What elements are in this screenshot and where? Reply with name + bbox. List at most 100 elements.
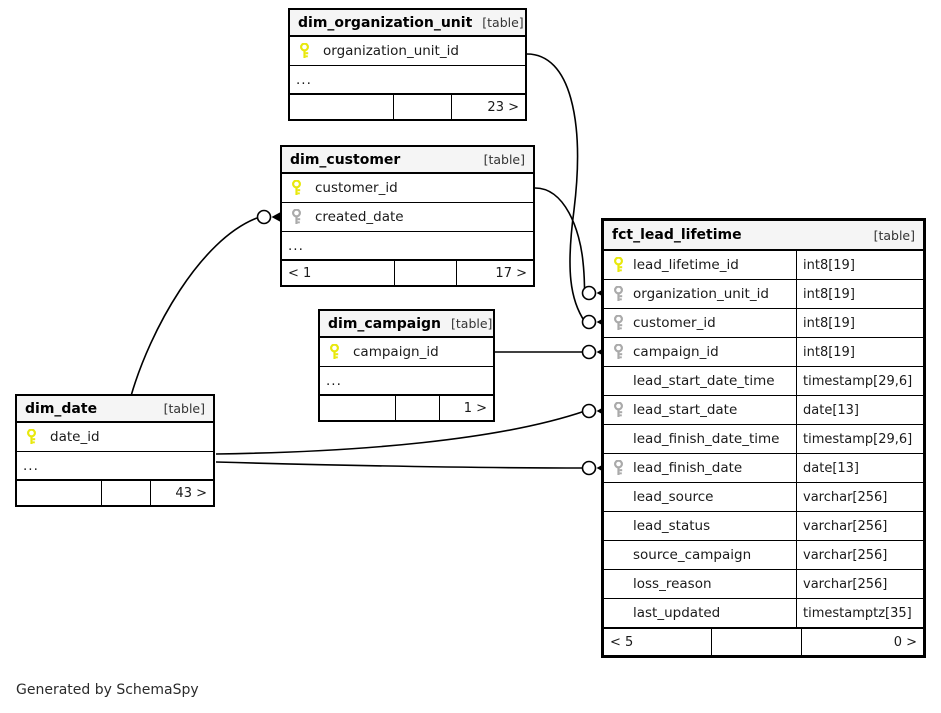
- no-key-spacer: [610, 489, 627, 505]
- table-row[interactable]: lead_finish_date date[13]: [604, 454, 923, 483]
- foreign-key-icon: [288, 209, 305, 225]
- column-name: date_id: [50, 429, 100, 445]
- column-type: int8[19]: [796, 280, 923, 308]
- column-type: varchar[256]: [796, 512, 923, 540]
- no-key-spacer: [610, 576, 627, 592]
- primary-key-icon: [326, 344, 343, 360]
- footer-middle-cell: [396, 396, 440, 420]
- footer-middle-cell: [395, 261, 457, 285]
- column-cell: lead_finish_date_time: [604, 425, 796, 453]
- footer-children-count: 1 >: [463, 400, 487, 416]
- column-name: campaign_id: [353, 344, 439, 360]
- foreign-key-icon: [610, 344, 627, 360]
- table-tag: [table]: [482, 15, 524, 30]
- column-name: lead_source: [633, 489, 714, 505]
- column-cell: lead_source: [604, 483, 796, 511]
- column-cell: lead_start_date_time: [604, 367, 796, 395]
- column-name: customer_id: [633, 315, 716, 331]
- edge-date-customer: [130, 217, 258, 397]
- table-row[interactable]: organization_unit_id int8[19]: [604, 280, 923, 309]
- table-tag: [table]: [483, 152, 525, 167]
- table-title: dim_organization_unit: [298, 14, 473, 31]
- column-cell: campaign_id: [604, 338, 796, 366]
- table-row[interactable]: loss_reason varchar[256]: [604, 570, 923, 599]
- table-row[interactable]: lead_lifetime_id int8[19]: [604, 251, 923, 280]
- table-row[interactable]: customer_id int8[19]: [604, 309, 923, 338]
- column-type: timestamptz[35]: [796, 599, 923, 627]
- table-row[interactable]: customer_id: [282, 174, 533, 203]
- table-row[interactable]: date_id: [17, 423, 213, 452]
- table-footer: 23 >: [290, 94, 525, 119]
- table-dim-date[interactable]: dim_date [table] date_id ... 43 >: [15, 394, 215, 507]
- edge-customer: [534, 187, 586, 294]
- table-footer: 1 >: [320, 395, 493, 420]
- table-row[interactable]: lead_source varchar[256]: [604, 483, 923, 512]
- footer-parents-count: < 5: [604, 629, 712, 655]
- edge-date-start: [215, 410, 586, 455]
- column-type: date[13]: [796, 454, 923, 482]
- table-tag: [table]: [163, 401, 205, 416]
- column-type: varchar[256]: [796, 541, 923, 569]
- footer-parents-count: < 1: [282, 261, 395, 285]
- column-name: lead_lifetime_id: [633, 257, 739, 273]
- column-name: last_updated: [633, 605, 721, 621]
- column-cell: date_id: [17, 423, 213, 451]
- column-cell: customer_id: [282, 174, 533, 202]
- column-cell: lead_lifetime_id: [604, 251, 796, 279]
- table-row[interactable]: campaign_id: [320, 338, 493, 367]
- column-name: loss_reason: [633, 576, 712, 592]
- footer-parents-count: [320, 396, 396, 420]
- column-name: organization_unit_id: [633, 286, 769, 302]
- table-row[interactable]: created_date: [282, 203, 533, 232]
- table-header: dim_customer [table]: [282, 147, 533, 174]
- table-row[interactable]: lead_finish_date_time timestamp[29,6]: [604, 425, 923, 454]
- no-key-spacer: [610, 431, 627, 447]
- table-row[interactable]: campaign_id int8[19]: [604, 338, 923, 367]
- foreign-key-icon: [610, 402, 627, 418]
- foreign-key-icon: [610, 315, 627, 331]
- primary-key-icon: [610, 257, 627, 273]
- column-type: varchar[256]: [796, 483, 923, 511]
- generated-by-caption: Generated by SchemaSpy: [16, 682, 199, 698]
- table-dim-campaign[interactable]: dim_campaign [table] campaign_id ...: [318, 309, 495, 422]
- foreign-key-icon: [610, 460, 627, 476]
- column-name: lead_start_date: [633, 402, 738, 418]
- column-name: lead_status: [633, 518, 711, 534]
- table-header: dim_date [table]: [17, 396, 213, 423]
- column-type: int8[19]: [796, 338, 923, 366]
- primary-key-icon: [288, 180, 305, 196]
- footer-children-count: 23 >: [487, 99, 519, 115]
- column-cell: organization_unit_id: [604, 280, 796, 308]
- table-footer: < 1 17 >: [282, 260, 533, 285]
- column-name: campaign_id: [633, 344, 719, 360]
- table-tag: [table]: [873, 227, 915, 243]
- table-dim-organization-unit[interactable]: dim_organization_unit [table] organizati…: [288, 8, 527, 121]
- table-row[interactable]: lead_start_date_time timestamp[29,6]: [604, 367, 923, 396]
- column-cell: last_updated: [604, 599, 796, 627]
- table-fct-lead-lifetime[interactable]: fct_lead_lifetime [table] lead_lifetime_…: [601, 218, 926, 658]
- primary-key-icon: [23, 429, 40, 445]
- more-columns-indicator: ...: [282, 232, 533, 260]
- no-key-spacer: [610, 373, 627, 389]
- table-title: dim_customer: [290, 151, 401, 168]
- table-row[interactable]: last_updated timestamptz[35]: [604, 599, 923, 628]
- table-title: dim_campaign: [328, 315, 441, 332]
- column-type: timestamp[29,6]: [796, 367, 923, 395]
- column-type: timestamp[29,6]: [796, 425, 923, 453]
- table-row[interactable]: lead_status varchar[256]: [604, 512, 923, 541]
- column-type: int8[19]: [796, 309, 923, 337]
- table-row[interactable]: lead_start_date date[13]: [604, 396, 923, 425]
- table-dim-customer[interactable]: dim_customer [table] customer_id: [280, 145, 535, 287]
- column-cell: lead_status: [604, 512, 796, 540]
- no-key-spacer: [610, 605, 627, 621]
- table-header: dim_organization_unit [table]: [290, 10, 525, 37]
- table-row[interactable]: organization_unit_id: [290, 37, 525, 66]
- footer-children-count: 17 >: [495, 265, 527, 281]
- table-row[interactable]: source_campaign varchar[256]: [604, 541, 923, 570]
- table-title: dim_date: [25, 400, 98, 417]
- column-name: organization_unit_id: [323, 43, 459, 59]
- table-footer: 43 >: [17, 480, 213, 505]
- column-name: customer_id: [315, 180, 398, 196]
